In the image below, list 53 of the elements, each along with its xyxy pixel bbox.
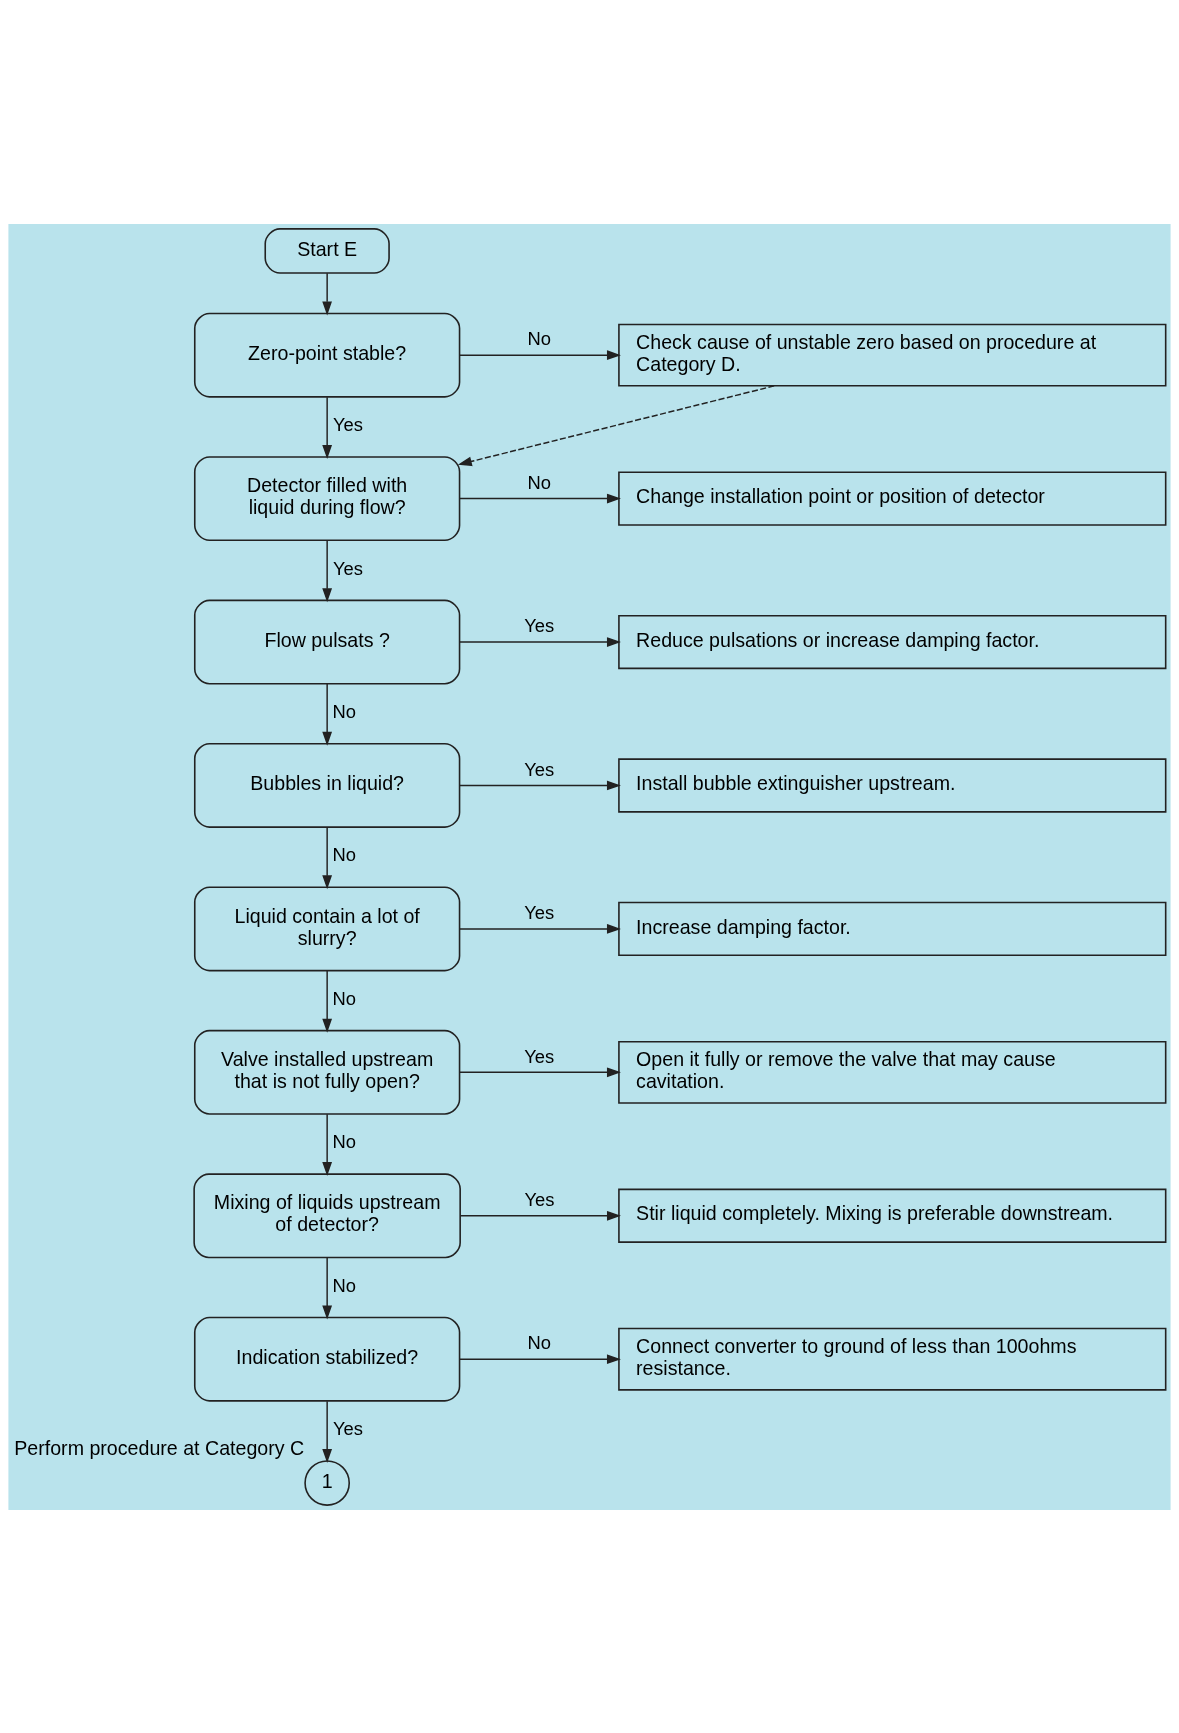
arrow [458,349,621,360]
arrow [322,395,333,459]
edge-label: Yes [333,557,363,579]
node-box: Detector filled with liquid during flow? [193,455,461,541]
arrow [322,1256,333,1320]
edge-label: Yes [524,758,555,780]
edge-label: No [527,327,551,349]
arrow [457,384,775,466]
edge-label: Yes [524,614,555,636]
edge-label: No [332,700,357,722]
arrow [322,272,333,315]
edge-label: No [332,1130,357,1152]
node-box: Zero-point stable? [193,312,461,398]
edge-label: Yes [524,901,555,923]
arrow [322,539,333,602]
node-box: Start E [264,227,390,274]
node-label: Perform procedure at Category C [14,1436,305,1459]
arrow [458,493,621,503]
node-box: Reduce pulsations or increase damping factor. [618,614,1167,669]
edge-label: No [527,471,551,493]
edge-label: No [332,1274,357,1296]
arrow [458,636,621,647]
edge-label: No [527,1331,551,1353]
node-box: Indication stabilized? [193,1316,461,1402]
arrow [322,1113,333,1176]
node-box: Mixing of liquids upstream of detector? [193,1172,461,1258]
node-box: Valve installed upstream that is not fully open? [193,1029,461,1115]
arrow [459,1210,621,1221]
node-box: Liquid contain a lot of slurry? [193,885,461,971]
node-box: Increase damping factor. [618,901,1167,956]
edge-label: Yes [333,1417,363,1439]
node-box: Install bubble extinguisher upstream. [618,757,1167,813]
edge-label: No [332,987,357,1009]
node-box: Open it fully or remove the valve that may cause cavitation. [618,1040,1167,1104]
arrow [322,1399,333,1463]
arrow [458,1353,621,1364]
edge-label: Yes [524,1188,555,1210]
node-box: Change installation point or position of detector [618,470,1167,526]
arrow [322,826,333,889]
edge-label: No [332,843,357,865]
arrow [322,969,333,1033]
arrow [458,923,621,934]
edge-label: Yes [333,413,363,435]
node-circle: 1 [304,1459,350,1506]
node-box: Bubbles in liquid? [193,742,461,828]
arrow [458,780,621,790]
node-box: Flow pulsats ? [193,599,461,684]
arrow [322,682,333,746]
node-box: Connect converter to ground of less than 100ohms resistance. [618,1327,1167,1391]
node-box: Check cause of unstable zero based on procedure at Category D. [618,323,1167,387]
arrow [458,1066,621,1077]
node-box: Stir liquid completely. Mixing is preferable downstream. [618,1188,1167,1243]
edge-label: Yes [524,1045,555,1067]
